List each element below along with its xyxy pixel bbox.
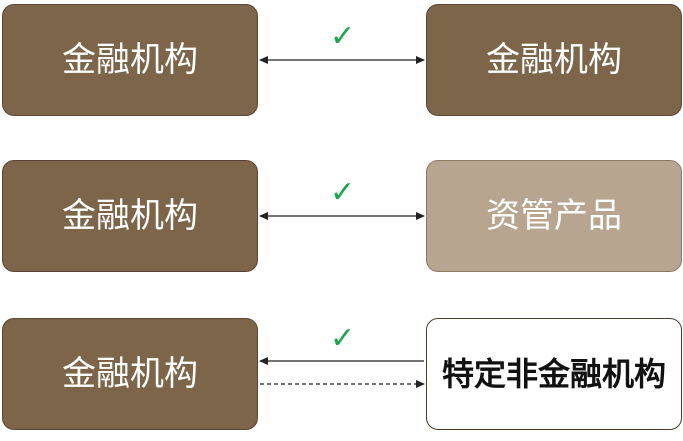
check-icon-row-1: ✓	[330, 19, 356, 54]
right-box-row-3-label: 特定非金融机构	[441, 355, 666, 393]
right-box-row-1-label: 金融机构	[486, 39, 622, 80]
left-box-row-1-label: 金融机构	[62, 39, 198, 80]
right-box-row-2-label: 资管产品	[486, 195, 622, 236]
check-icon-row-2: ✓	[330, 175, 356, 210]
left-box-row-3-label: 金融机构	[62, 353, 198, 394]
right-box-row-2: 资管产品	[426, 160, 682, 272]
left-box-row-1: 金融机构	[2, 4, 258, 116]
left-box-row-2-label: 金融机构	[62, 195, 198, 236]
right-box-row-1: 金融机构	[426, 4, 682, 116]
left-box-row-2: 金融机构	[2, 160, 258, 272]
right-box-row-3: 特定非金融机构	[426, 318, 682, 430]
check-icon-row-3: ✓	[330, 321, 356, 356]
left-box-row-3: 金融机构	[2, 318, 258, 430]
